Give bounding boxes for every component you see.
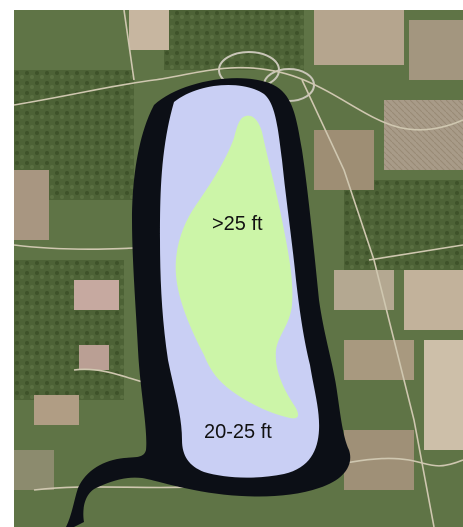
field xyxy=(14,170,49,240)
field xyxy=(409,20,463,80)
field xyxy=(384,100,463,170)
field xyxy=(129,10,169,50)
map-svg xyxy=(14,10,463,527)
field xyxy=(74,280,119,310)
field xyxy=(404,270,463,330)
field xyxy=(344,340,414,380)
field xyxy=(424,340,463,450)
zone-label-25ft-plus: >25 ft xyxy=(212,213,263,235)
forest-patch xyxy=(164,10,304,70)
field xyxy=(334,270,394,310)
zone-label-20-25ft: 20-25 ft xyxy=(204,421,272,443)
field xyxy=(79,345,109,370)
zone-25ft-plus xyxy=(175,115,299,419)
field xyxy=(314,10,404,65)
aerial-photo xyxy=(14,10,463,527)
field xyxy=(14,450,54,490)
field xyxy=(314,130,374,190)
field xyxy=(34,395,79,425)
